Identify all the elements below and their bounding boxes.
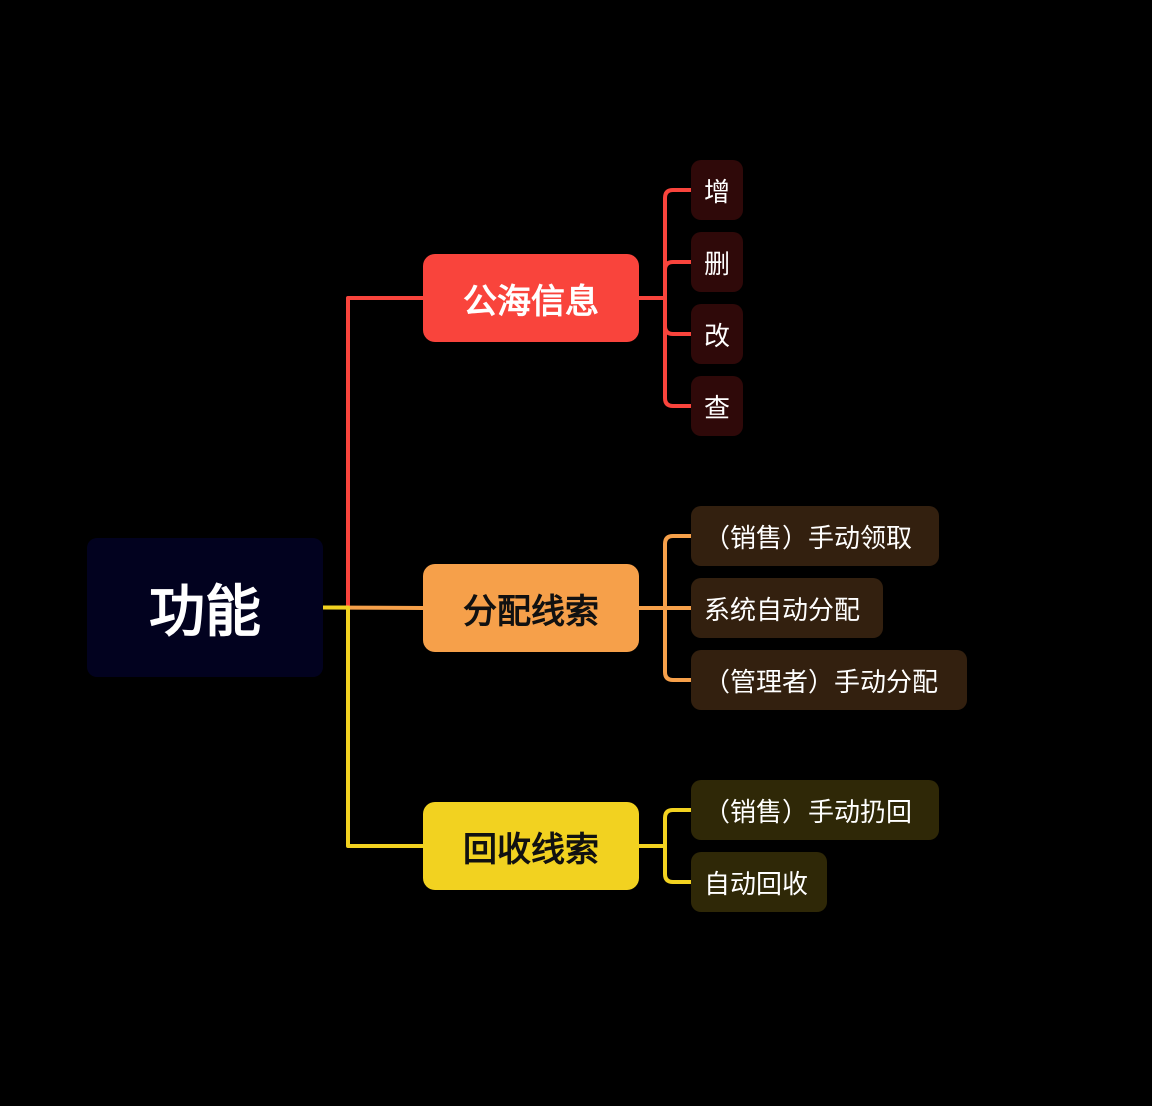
branch-to-leaf-line [663, 606, 693, 682]
branch-label: 回收线索 [463, 829, 599, 870]
branch-to-leaf-line [663, 534, 693, 610]
leaf-node-edit[interactable]: 改 [691, 304, 743, 364]
leaf-label: 自动回收 [704, 869, 809, 900]
root-to-branch-line [321, 605, 425, 848]
leaf-node-add[interactable]: 增 [691, 160, 743, 220]
leaf-label: 增 [704, 177, 731, 208]
branch-to-leaf-line [663, 808, 693, 848]
leaf-node-query[interactable]: 查 [691, 376, 743, 436]
branch-to-leaf-line [663, 188, 693, 300]
branch-node-assign-leads[interactable]: 分配线索 [423, 564, 639, 652]
leaf-label: 改 [704, 321, 731, 352]
leaf-label: （管理者）手动分配 [704, 667, 939, 698]
leaf-node-system-auto-assign[interactable]: 系统自动分配 [691, 578, 883, 638]
leaf-label: 查 [704, 393, 731, 424]
root-node[interactable]: 功能 [87, 538, 323, 677]
leaf-label: 删 [704, 249, 731, 280]
root-to-branch-line [321, 296, 425, 610]
leaf-label: 系统自动分配 [704, 595, 861, 626]
leaf-label: （销售）手动扔回 [704, 797, 913, 828]
branch-to-leaf-line [663, 844, 693, 884]
leaf-label: （销售）手动领取 [704, 523, 913, 554]
leaf-node-delete[interactable]: 删 [691, 232, 743, 292]
branch-label: 公海信息 [463, 281, 599, 322]
branch-to-leaf-line [663, 296, 693, 408]
leaf-node-sales-manual-claim[interactable]: （销售）手动领取 [691, 506, 939, 566]
branch-to-leaf-line [663, 296, 693, 336]
leaf-node-auto-recycle[interactable]: 自动回收 [691, 852, 827, 912]
branch-node-public-pool[interactable]: 公海信息 [423, 254, 639, 342]
branch-node-recycle-leads[interactable]: 回收线索 [423, 802, 639, 890]
leaf-node-sales-manual-return[interactable]: （销售）手动扔回 [691, 780, 939, 840]
branch-to-leaf-line [663, 260, 693, 300]
leaf-node-manager-manual-assign[interactable]: （管理者）手动分配 [691, 650, 967, 710]
branch-label: 分配线索 [463, 591, 599, 632]
root-label: 功能 [149, 580, 261, 645]
